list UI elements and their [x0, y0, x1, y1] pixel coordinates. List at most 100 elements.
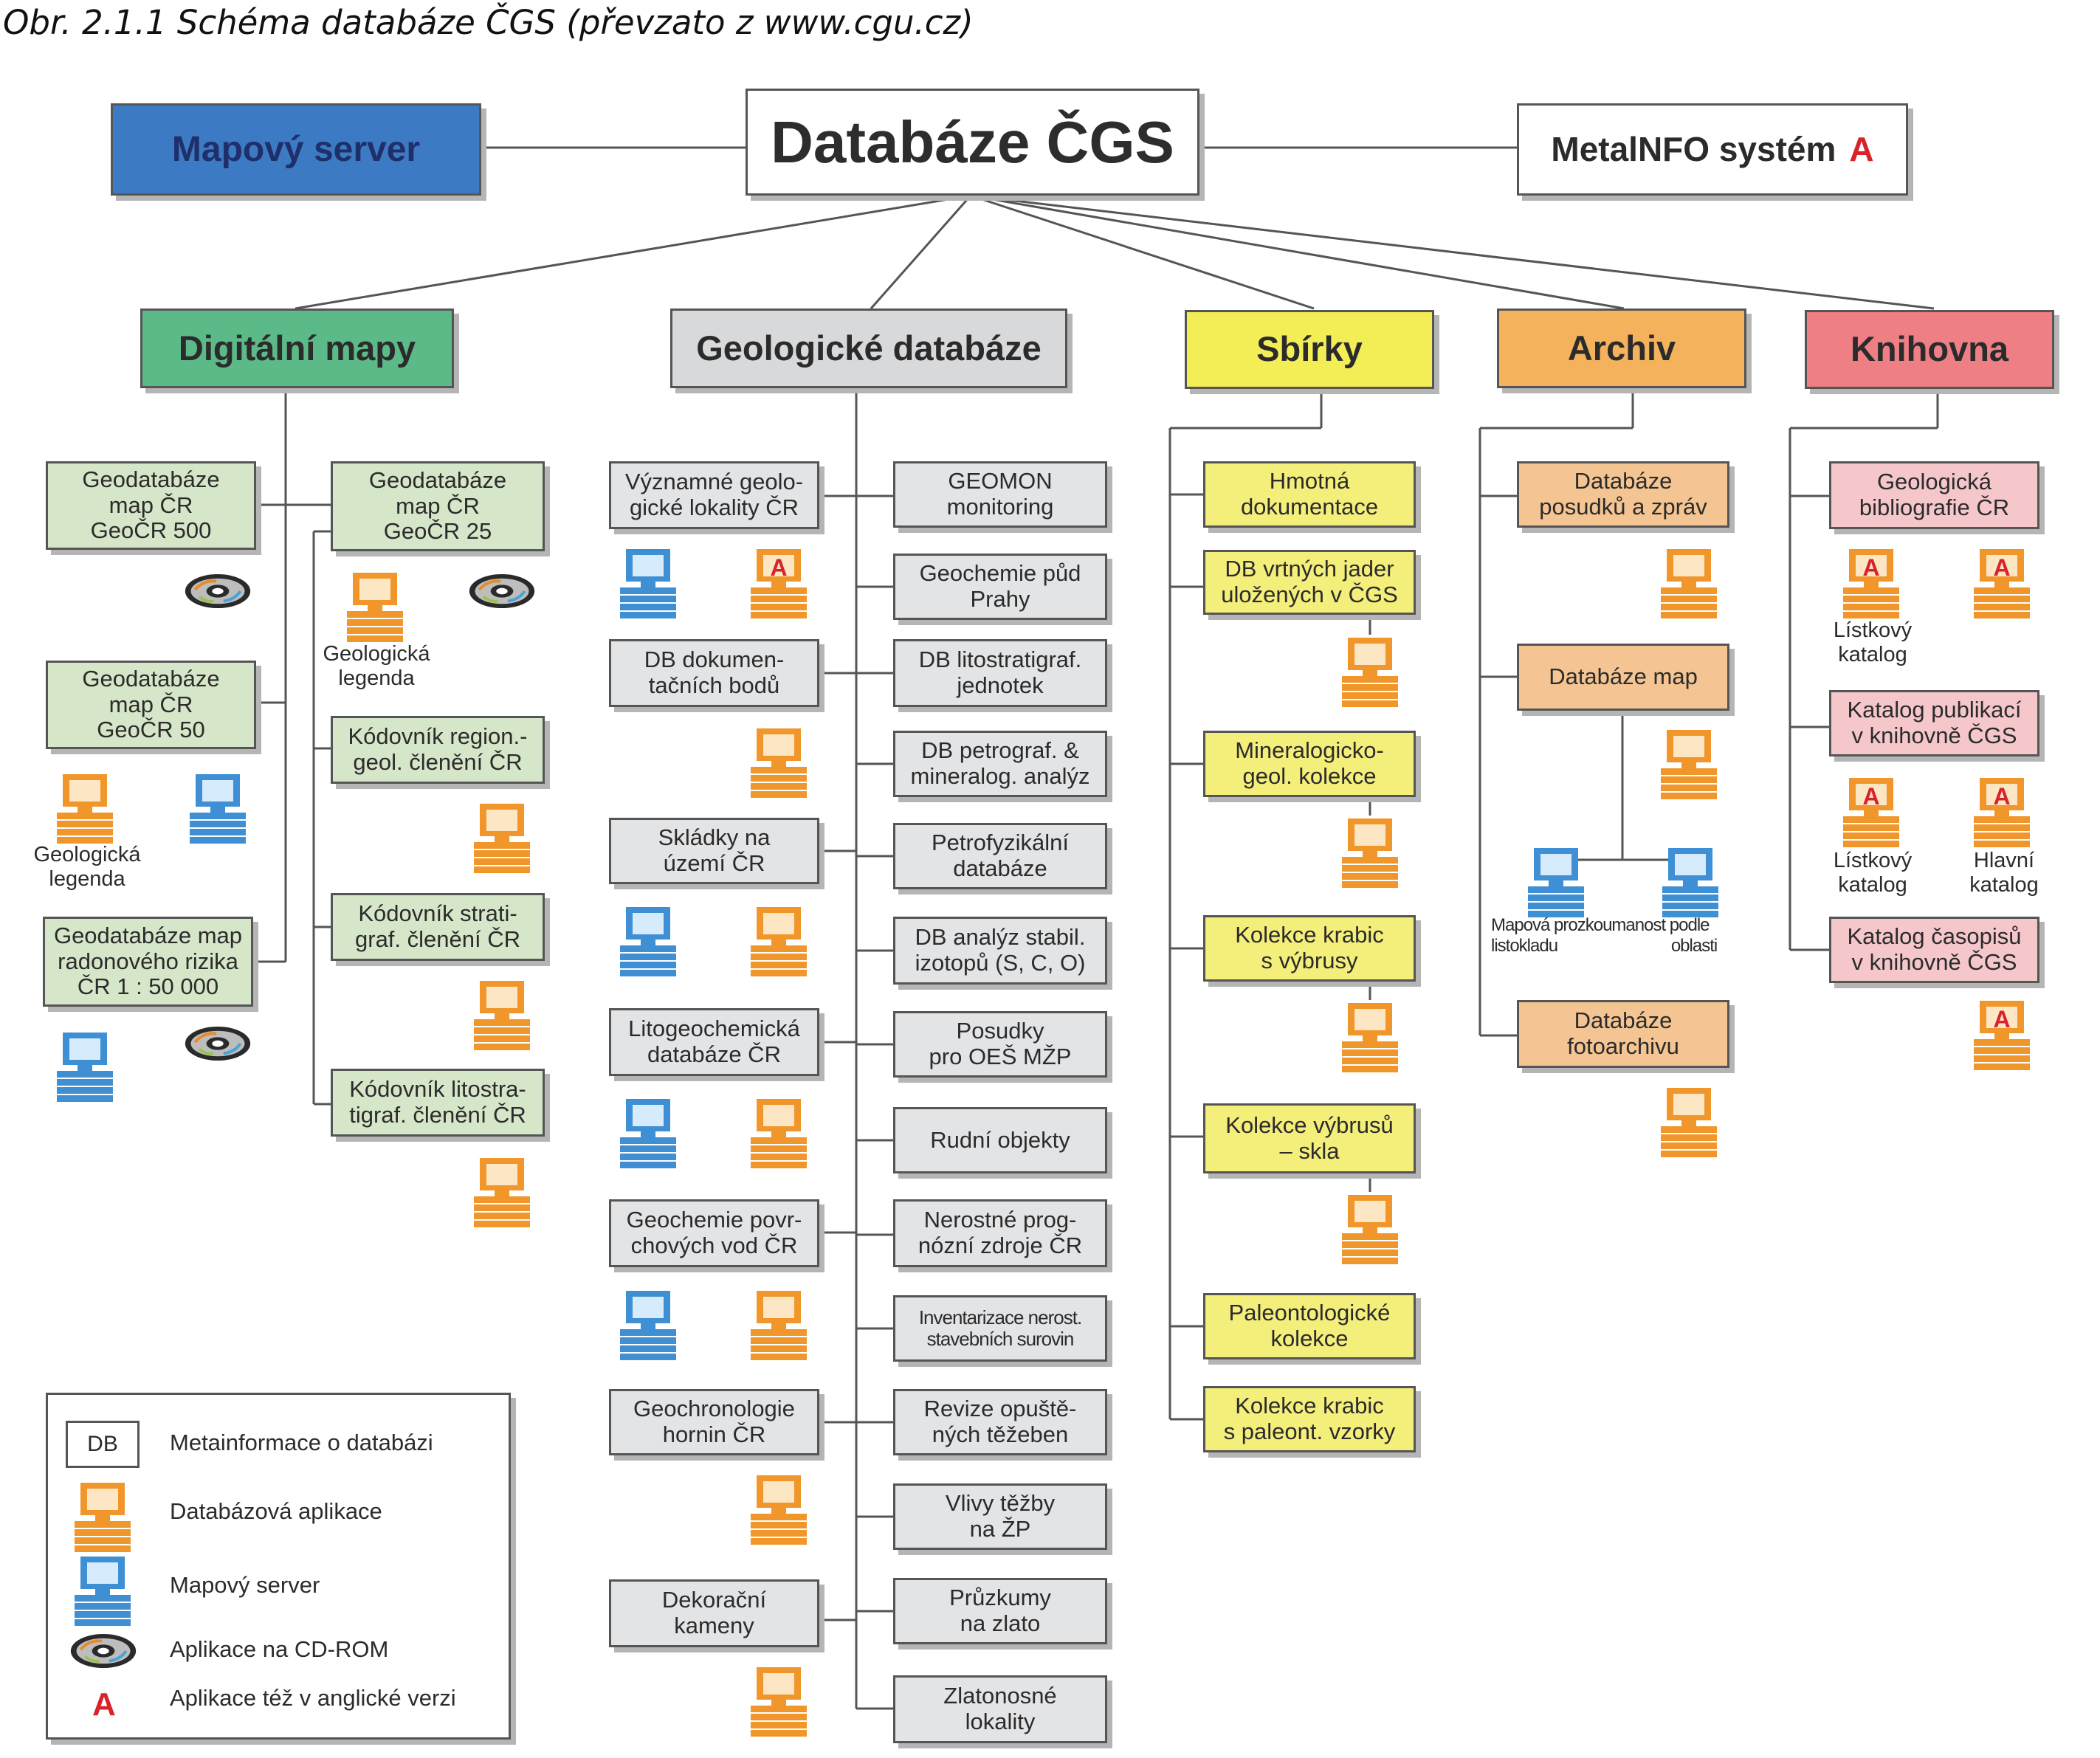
- archive-node: Databáze map: [1517, 644, 1729, 711]
- blue-computer-icon: [57, 1033, 113, 1102]
- node-label: Skládky na území ČR: [658, 824, 771, 876]
- node-label: Významné geolo- gické lokality ČR: [624, 469, 804, 520]
- library-node: Katalog časopisů v knihovně ČGS: [1829, 917, 2039, 983]
- node-label: DB vrtných jader uložených v ČGS: [1221, 556, 1398, 607]
- category-label: Archiv: [1567, 328, 1676, 368]
- geo-right-node: DB litostratigraf. jednotek: [893, 639, 1107, 707]
- collection-node: Kolekce krabic s paleont. vzorky: [1203, 1386, 1416, 1452]
- orange-computer-icon: [57, 774, 113, 844]
- blue-computer-icon: [1662, 848, 1718, 917]
- node-label: Posudky pro OEŠ MŽP: [929, 1018, 1072, 1069]
- orange-computer-icon: [751, 1475, 807, 1545]
- category-library: Knihovna: [1805, 310, 2054, 389]
- category-label: Sbírky: [1256, 329, 1363, 369]
- node-label: Geochronologie hornin ČR: [633, 1396, 795, 1447]
- node-label: Databáze posudků a zpráv: [1539, 468, 1707, 520]
- library-node: Katalog publikací v knihovně ČGS: [1829, 690, 2039, 756]
- orange-computer-icon: [474, 1158, 530, 1227]
- node-label: Revize opuště- ných těžeben: [923, 1396, 1077, 1447]
- node-label: Geodatabáze map radonového rizika ČR 1 :…: [53, 922, 243, 1000]
- category-label: Geologické databáze: [696, 328, 1042, 368]
- main-catalog-label: Hlavní katalog: [1969, 849, 2039, 897]
- collection-node: Hmotná dokumentace: [1203, 461, 1416, 528]
- node-label: DB litostratigraf. jednotek: [918, 647, 1082, 698]
- node-label: Databáze fotoarchivu: [1567, 1007, 1679, 1059]
- category-label: Digitální mapy: [178, 328, 416, 368]
- lithostratigraphic-codebook-node: Kódovník litostra- tigraf. členění ČR: [331, 1069, 545, 1137]
- map-server-label: Mapový server: [171, 129, 421, 169]
- orange-computer-a-icon: [1842, 775, 1901, 849]
- collection-node: Kolekce krabic s výbrusy: [1203, 915, 1416, 982]
- legend: DB Metainformace o databázi Databázová a…: [46, 1393, 511, 1740]
- node-label: Kódovník strati- graf. členění ČR: [355, 900, 520, 952]
- root-database-box: Databáze ČGS: [746, 89, 1199, 196]
- geological-legend-label: Geologická legenda: [323, 642, 430, 691]
- orange-computer-icon: [751, 1099, 807, 1168]
- node-label: Kolekce krabic s výbrusy: [1235, 922, 1384, 973]
- orange-computer-icon: [751, 1291, 807, 1360]
- node-label: Zlatonosné lokality: [943, 1683, 1057, 1734]
- collection-node: Kolekce výbrusů – skla: [1203, 1103, 1416, 1173]
- regional-codebook-node: Kódovník region.- geol. členění ČR: [331, 716, 545, 784]
- archive-node: Databáze posudků a zpráv: [1517, 461, 1729, 528]
- legend-map-text: Mapový server: [170, 1572, 320, 1598]
- geo-right-node: Vlivy těžby na ŽP: [893, 1483, 1107, 1550]
- node-label: Průzkumy na zlato: [949, 1585, 1051, 1636]
- orange-computer-a-icon: [749, 546, 808, 620]
- legend-cd-text: Aplikace na CD-ROM: [170, 1636, 389, 1662]
- orange-computer-a-icon: [1972, 998, 2031, 1072]
- cd-rom-icon: [183, 1025, 252, 1062]
- node-label: Geodatabáze map ČR GeoČR 500: [82, 466, 220, 544]
- category-label: Knihovna: [1850, 329, 2009, 369]
- geo-right-node: Petrofyzikální databáze: [893, 823, 1107, 889]
- blue-computer-icon: [620, 907, 676, 976]
- geo-left-node: Dekorační kameny: [609, 1579, 819, 1647]
- geocr500-node: Geodatabáze map ČR GeoČR 500: [46, 461, 256, 550]
- blue-computer-icon: [1528, 848, 1584, 917]
- category-digital-maps: Digitální mapy: [140, 308, 454, 388]
- geo-right-node: Průzkumy na zlato: [893, 1578, 1107, 1644]
- archive-node: Databáze fotoarchivu: [1517, 1000, 1729, 1068]
- root-title: Databáze ČGS: [771, 108, 1174, 175]
- node-label: Katalog časopisů v knihovně ČGS: [1847, 923, 2022, 975]
- geo-right-node: Inventarizace nerost. stavebních surovin: [893, 1295, 1107, 1362]
- node-label: Kódovník region.- geol. členění ČR: [348, 723, 528, 775]
- node-label: DB dokumen- tačních bodů: [644, 647, 785, 698]
- figure-caption: Obr. 2.1.1 Schéma databáze ČGS (převzato…: [3, 3, 974, 42]
- blue-computer-icon: [75, 1557, 131, 1626]
- geo-left-node: Geochemie povr- chových vod ČR: [609, 1199, 819, 1267]
- library-node: Geologická bibliografie ČR: [1829, 461, 2039, 529]
- orange-computer-icon: [474, 981, 530, 1050]
- node-label: GEOMON monitoring: [946, 468, 1054, 520]
- orange-computer-icon: [1342, 1195, 1398, 1264]
- node-label: Nerostné prog- nózní zdroje ČR: [918, 1207, 1083, 1258]
- blue-computer-icon: [620, 1291, 676, 1360]
- geological-legend-label: Geologická legenda: [33, 843, 141, 892]
- orange-computer-icon: [1661, 1088, 1717, 1157]
- orange-computer-icon: [1661, 730, 1717, 799]
- geo-right-node: Rudní objekty: [893, 1107, 1107, 1173]
- node-label: Kódovník litostra- tigraf. členění ČR: [349, 1076, 526, 1128]
- node-label: Litogeochemická databáze ČR: [628, 1016, 800, 1067]
- orange-computer-a-icon: [1842, 546, 1901, 620]
- category-archive: Archiv: [1497, 308, 1746, 388]
- geo-right-node: DB analýz stabil. izotopů (S, C, O): [893, 917, 1107, 985]
- node-label: Geodatabáze map ČR GeoČR 50: [82, 665, 220, 743]
- cd-rom-icon: [467, 573, 537, 610]
- node-label: Hmotná dokumentace: [1240, 468, 1379, 520]
- category-geological-databases: Geologické databáze: [670, 308, 1067, 388]
- node-label: Geochemie povr- chových vod ČR: [626, 1207, 802, 1258]
- node-label: Petrofyzikální databáze: [931, 830, 1070, 881]
- node-label: Kolekce krabic s paleont. vzorky: [1223, 1393, 1396, 1444]
- node-label: Geologická bibliografie ČR: [1859, 469, 2010, 520]
- node-label: Paleontologické kolekce: [1228, 1300, 1391, 1351]
- cd-rom-icon: [69, 1633, 138, 1669]
- map-survey-label: Mapová prozkoumanost podle listokladu: [1491, 915, 1710, 956]
- metalinfo-label: MetalNFO systém: [1551, 129, 1836, 168]
- radon-geodatabase-node: Geodatabáze map radonového rizika ČR 1 :…: [43, 917, 253, 1007]
- orange-computer-icon: [1342, 818, 1398, 888]
- geo-left-node: Litogeochemická databáze ČR: [609, 1008, 819, 1076]
- collection-node: Mineralogicko- geol. kolekce: [1203, 731, 1416, 797]
- orange-computer-icon: [1342, 638, 1398, 707]
